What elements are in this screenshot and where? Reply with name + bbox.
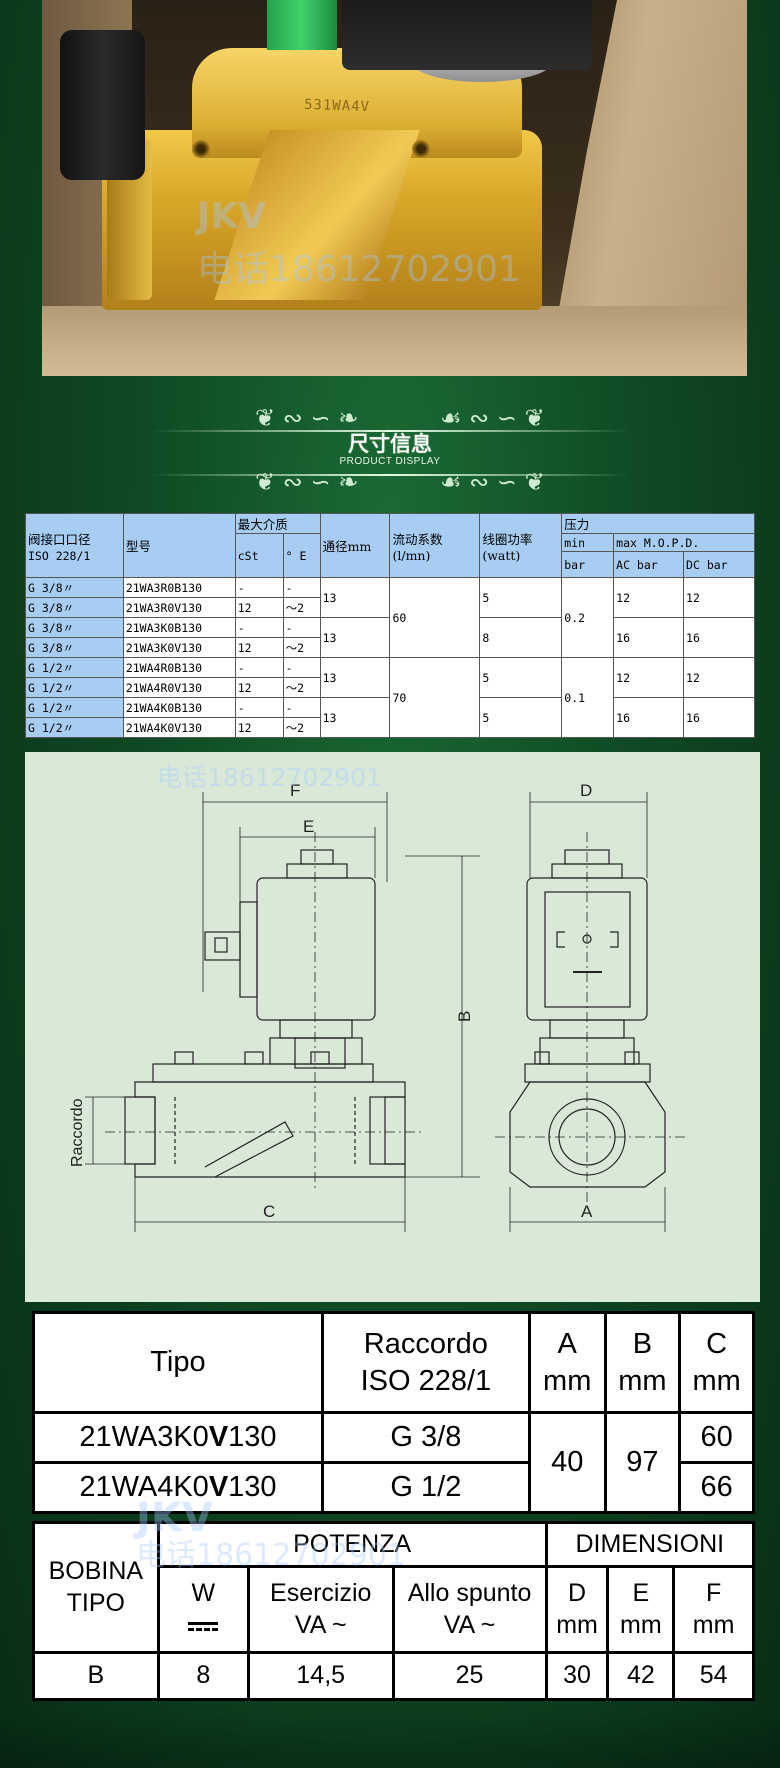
product-photo: 531WA4V JKV 电话18612702901: [42, 0, 747, 376]
header-deg-e: ° E: [282, 533, 321, 578]
table-row: G 3/8〃 21WA3K0V130 12 ～2: [25, 637, 755, 658]
port-cell: G 3/8: [320, 1411, 531, 1464]
ornament-icon: ☙ ∾ ∽ ❦: [440, 404, 545, 432]
header-cst: cSt: [234, 533, 284, 578]
valve-drawing-svg: F E B C D A Raccordo: [69, 781, 685, 1232]
table-row: G 1/2〃 21WA4R0B130 - - 13 70 5 0.1 12 12: [25, 657, 755, 738]
header-model: 型号: [122, 513, 236, 578]
header-min: min: [561, 533, 615, 552]
header-ac-bar: AC bar: [613, 551, 685, 578]
model-cell: 21WA3K0V130: [32, 1411, 324, 1464]
header-pressure: 压力: [561, 513, 755, 534]
ornament-icon: ❦ ∾ ∽ ❧: [255, 468, 359, 496]
ornament-icon: ❦ ∾ ∽ ❧: [255, 404, 359, 432]
valve-stamp: 531WA4V: [303, 96, 371, 116]
header-coil-power: 线圈功率(watt): [479, 513, 563, 578]
c-value: 66: [678, 1461, 755, 1514]
table-row: G 3/8〃 21WA3R0V130 12 ～2: [25, 597, 755, 618]
header-tipo: Tipo: [32, 1311, 324, 1414]
header-flow: 流动系数(l/mn): [389, 513, 481, 578]
header-bar: bar: [561, 551, 615, 578]
dim-label-a: A: [581, 1202, 593, 1221]
table-row: G 1/2〃 21WA4R0V130 12 ～2: [25, 677, 755, 698]
dc-symbol-icon: [188, 1620, 219, 1632]
header-medium: 最大介质: [234, 513, 321, 534]
dim-label-d: D: [580, 781, 592, 800]
banner-subtitle: PRODUCT DISPLAY: [339, 456, 441, 467]
table-row: 21WA3K0V130 G 3/8 40 97 60: [32, 1411, 755, 1514]
section-banner: ❦ ∾ ∽ ❧ ☙ ∾ ∽ ❦ ❦ ∾ ∽ ❧ ☙ ∾ ∽ ❦ 尺寸信息 PRO…: [0, 388, 780, 500]
model-cell: 21WA4K0V130: [32, 1461, 324, 1514]
a-value: 40: [527, 1411, 607, 1514]
table-row: B 8 14,5 25 30 42 54: [32, 1651, 755, 1701]
header-dc-bar: DC bar: [683, 551, 755, 578]
dim-label-c: C: [263, 1202, 275, 1221]
table-row: G 1/2〃 21WA4K0V130 12 ～2: [25, 717, 755, 738]
dim-label-b: B: [455, 1011, 474, 1022]
header-mopd: max M.O.P.D.: [613, 533, 755, 552]
technical-drawing: F E B C D A Raccordo 电话18612702901: [25, 752, 760, 1302]
header-potenza: POTENZA: [156, 1521, 548, 1568]
dim-label-raccordo: Raccordo: [69, 1098, 86, 1167]
banner-title: 尺寸信息: [348, 432, 432, 456]
table-row: G 1/2〃 21WA4K0B130 - - 13 5 16 16: [25, 697, 755, 738]
ornament-icon: ☙ ∾ ∽ ❦: [440, 468, 545, 496]
port-cell: G 1/2: [320, 1461, 531, 1514]
dim-label-f: F: [290, 781, 300, 800]
footer-band: [0, 1710, 780, 1768]
table-row: 21WA4K0V130 G 1/2 66: [32, 1461, 755, 1514]
table-row: G 3/8〃 21WA3R0B130 - - 13 60 5 0.2 12 12: [25, 577, 755, 658]
c-value: 60: [678, 1411, 755, 1464]
header-dimensioni: DIMENSIONI: [544, 1521, 756, 1568]
header-bore: 通径mm: [319, 513, 391, 578]
dim-label-e: E: [303, 817, 314, 836]
b-value: 97: [603, 1411, 682, 1514]
header-w: W: [156, 1565, 250, 1654]
table-row: G 3/8〃 21WA3K0B130 - - 13 8 16 16: [25, 617, 755, 658]
